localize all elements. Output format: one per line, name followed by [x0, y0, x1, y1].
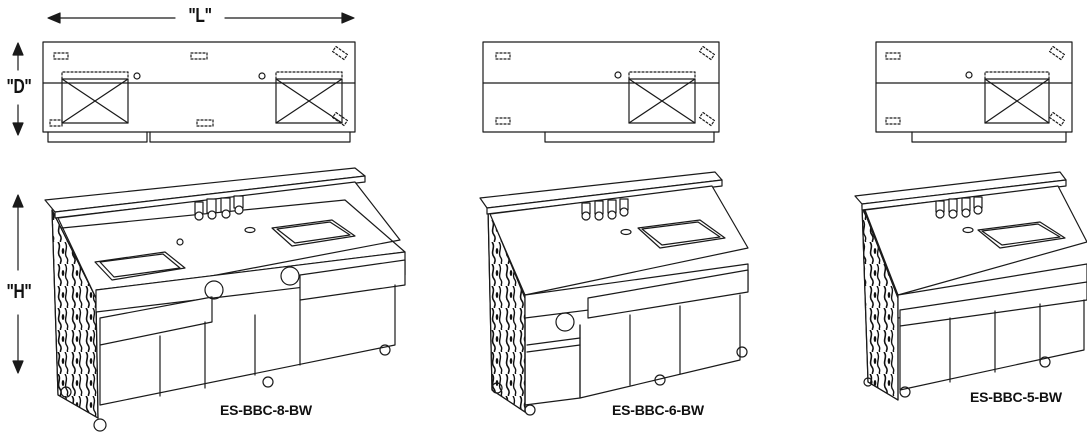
- top-view-es-bbc-5-bw: [875, 41, 1073, 143]
- cart-es-bbc-6-bw: [479, 171, 749, 416]
- depth-label: "D": [6, 76, 32, 98]
- model-label-8: ES-BBC-8-BW: [220, 402, 312, 418]
- model-label-6: ES-BBC-6-BW: [612, 402, 704, 418]
- height-dimension-arrow: [12, 194, 24, 374]
- height-label: "H": [6, 281, 32, 303]
- depth-dimension-arrow: [12, 42, 24, 136]
- top-view-es-bbc-8-bw: [42, 41, 356, 143]
- top-view-es-bbc-6-bw: [482, 41, 720, 143]
- cart-es-bbc-5-bw: [854, 171, 1087, 401]
- length-label: "L": [188, 5, 212, 27]
- cart-es-bbc-8-bw: [44, 167, 406, 432]
- model-label-5: ES-BBC-5-BW: [970, 389, 1062, 405]
- length-dimension-arrow: [47, 12, 355, 24]
